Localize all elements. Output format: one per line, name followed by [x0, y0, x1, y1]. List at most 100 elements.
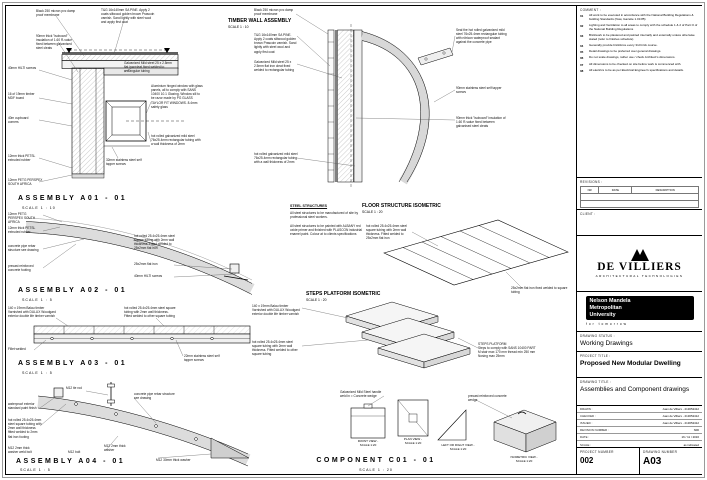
annotation-note: 90mm thick "isoboard" insulation of 1.60…	[456, 116, 506, 129]
annotation-note: waterproof exterior standard paint finis…	[8, 402, 37, 411]
timber-wall-drawing	[327, 24, 454, 188]
drawing-status-label: DRAWING STATUS :	[580, 334, 615, 338]
annotation-note: 12mm thick PETSL extruded rubber	[8, 226, 36, 235]
annotation-note: Aluminium hinged window with glass panel…	[151, 84, 203, 109]
revisions-empty-row	[580, 201, 699, 208]
annotation-note: 90mm stainless steel self tapper screws	[456, 86, 502, 95]
view-scale: SCALE 1:20	[359, 442, 377, 447]
side-view-label: LEFT OR RIGHT VIEW - SCALE 1:20	[434, 443, 482, 452]
project-title-section: PROJECT TITLE : Proposed New Modular Dwe…	[577, 352, 702, 378]
view-scale: SCALE 1:20	[515, 458, 533, 463]
drawing-number-label: DRAWING NUMBER	[643, 450, 678, 454]
meta-row: SCALE : as indicated	[577, 441, 702, 447]
front-view-label: FRONT VIEW - SCALE 1:20	[344, 439, 392, 448]
university-name-line: Nelson Mandela	[589, 298, 631, 304]
comment-number: 03	[580, 34, 584, 39]
comment-text: Detail drawings to be preferred over gen…	[589, 49, 662, 54]
view-name: PLAN VIEW -	[403, 437, 423, 441]
steel-structures-heading: STEEL STRUCTURES	[290, 204, 328, 208]
assembly-a01-title: ASSEMBLY A01 - 01	[18, 195, 128, 202]
architect-logo-section: DE VILLIERS ARCHITECTURAL TECHNOLOGIES	[577, 236, 702, 292]
assembly-a03-scale: SCALE 1 : 5	[22, 371, 53, 375]
meta-value: 16 / 11 / 2016	[681, 435, 699, 439]
assembly-a04-drawing	[37, 382, 251, 467]
steps-isometric-title: STEPS PLATFORM ISOMETRIC	[306, 291, 381, 297]
comment-number: 08	[580, 68, 584, 73]
view-scale: SCALE 1:20	[404, 440, 422, 445]
meta-label: SCALE :	[580, 442, 592, 447]
annotation-note: hot rolled 25.4x25.4mm steel square tubi…	[124, 306, 176, 319]
university-tagline: for tomorrow	[586, 322, 628, 326]
drawing-status-value: Working Drawings	[580, 340, 633, 347]
annotation-note: precast reinforced concrete wedge	[468, 394, 507, 403]
annotation-note: precast reinforced concrete footing	[8, 264, 34, 273]
revisions-col-date: DATE	[599, 187, 633, 193]
meta-value: Juan de Villiers - 213052412	[662, 414, 699, 418]
meta-value: as indicated	[683, 442, 699, 447]
university-logo-section: Nelson Mandela Metropolitan University f…	[577, 292, 702, 332]
meta-label: CHECKED :	[580, 414, 596, 418]
annotation-note: concrete pipe rebar structure see drawin…	[8, 244, 39, 253]
annotation-note: 12mm PETG PERSPEX SOUTH AFRICA	[8, 212, 36, 225]
annotation-note: hot rolled galvanized mild steel 76x25.4…	[151, 134, 201, 147]
assembly-a01-scale: SCALE 1 : 10	[22, 206, 56, 210]
annotation-note: 140 x 19mm Balau timber Varnished with D…	[252, 304, 300, 317]
drawing-status-section: DRAWING STATUS : Working Drawings	[577, 332, 702, 352]
annotation-note: hot rolled 25.4x25.4mm steel square tubi…	[134, 234, 175, 251]
annotation-note: 32mm stainless steel self tapper screws	[106, 158, 142, 167]
architect-firm-name: DE VILLIERS	[597, 261, 682, 273]
annotation-note: M12 bolt	[68, 450, 81, 454]
annotation-note: 22mm stainless steel self tapper screws	[184, 354, 220, 363]
architect-firm-subtitle: ARCHITECTURAL TECHNOLOGIES	[595, 274, 684, 278]
comment-label: COMMENT :	[580, 8, 601, 12]
assembly-a01-drawing	[61, 48, 184, 179]
numbers-section: PROJECT NUMBER 002 DRAWING NUMBER A03	[577, 448, 702, 474]
annotation-note: hot rolled 25.4x25.4mm steel square tubi…	[366, 224, 407, 241]
annotation-note: 25x2mm flat iron	[134, 262, 158, 266]
meta-label: REVISION NUMBER :	[580, 428, 609, 432]
steps-platform-isometric-drawing	[345, 301, 471, 369]
floor-structure-isometric-drawing	[383, 219, 569, 286]
meta-row: DRAWN :Juan de Villiers - 213052412	[577, 406, 702, 413]
annotation-note: T&G 16x140mm SA PINE. Apply 2 coats silt…	[254, 33, 297, 54]
revisions-label: REVISIONS :	[580, 180, 603, 184]
meta-row: DATE :16 / 11 / 2016	[577, 434, 702, 441]
drawing-area: Black 250 micron pvc damp proof membrane…	[6, 6, 576, 474]
annotation-note: 40m cupboard corners	[8, 116, 29, 125]
comment-number: 06	[580, 56, 584, 61]
comment-text: All dimensions to be checked on site bef…	[589, 61, 682, 66]
floor-isometric-title: FLOOR STRUCTURE ISOMETRIC	[362, 203, 441, 209]
component-scale: SCALE 1 : 20	[359, 468, 393, 472]
annotation-note: Galvanized Mild steel 25 x 2.5mm flat ir…	[124, 61, 172, 74]
assembly-a03-drawing	[33, 325, 251, 344]
annotation-note: Galvanized Mild Steel handle weld in = C…	[340, 390, 382, 399]
comment-number: 05	[580, 50, 584, 55]
assembly-a02-title: ASSEMBLY A02 - 01	[18, 287, 128, 294]
timber-wall-scale: SCALE 1 : 10	[228, 25, 249, 29]
steps-platform-note: STEPS PLATFORM Steps to comply with SANS…	[478, 342, 536, 359]
annotation-note: 90mm thick "isoboard" insulation of 1.60…	[36, 34, 72, 51]
plan-view-label: PLAN VIEW - SCALE 1:20	[394, 437, 432, 446]
annotation-note: M12 2mm thick washer	[104, 444, 126, 453]
annotation-note: 140 x 19mm Balau timber Varnished with D…	[8, 306, 56, 319]
drawing-title-value: Assemblies and Component drawings	[580, 386, 690, 393]
timber-wall-title: TIMBER WALL ASSEMBLY	[228, 18, 292, 24]
assembly-a03-title: ASSEMBLY A03 - 01	[18, 360, 128, 367]
annotation-note: M12 2mm thick washer weld bolt	[8, 446, 32, 455]
annotation-note: 12mm PETG PERSPEX SOUTH AFRICA	[8, 178, 43, 187]
component-views-drawing	[350, 399, 557, 453]
comment-text: All work to be executed in accordance wi…	[589, 13, 694, 22]
university-logo: Nelson Mandela Metropolitan University	[585, 296, 694, 320]
drawing-linework	[25, 13, 569, 467]
meta-section: DRAWN :Juan de Villiers - 213052412 CHEC…	[577, 406, 702, 448]
